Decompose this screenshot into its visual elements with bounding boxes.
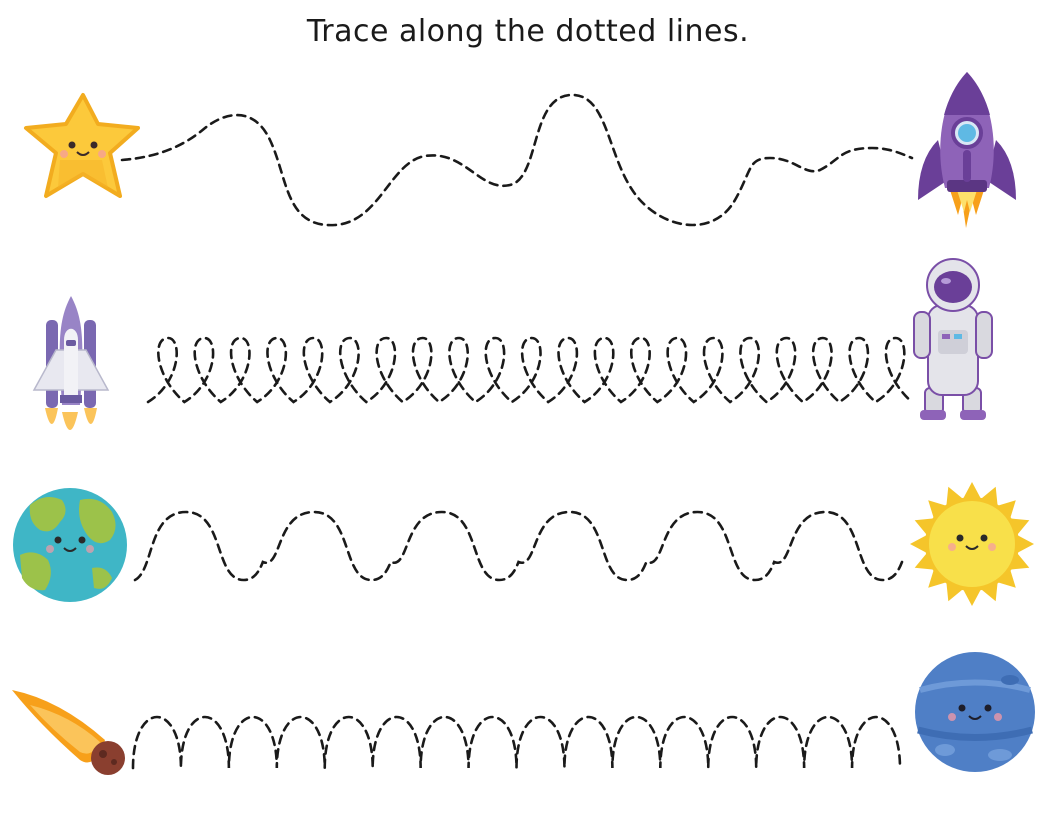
earth-icon <box>13 488 127 602</box>
page-title: Trace along the dotted lines. <box>306 14 750 49</box>
trace-path-wave[interactable] <box>120 93 914 227</box>
astronaut-icon <box>913 258 993 420</box>
trace-path-loops[interactable] <box>146 336 914 404</box>
neptune-planet-icon <box>915 652 1035 772</box>
sun-icon <box>910 482 1034 606</box>
comet-icon <box>12 690 125 775</box>
space-shuttle-icon <box>32 296 110 430</box>
trace-path-arches[interactable] <box>131 715 902 770</box>
star-icon <box>24 93 140 198</box>
trace-path-smooth-wave[interactable] <box>133 510 904 582</box>
rocket-icon <box>918 72 1016 228</box>
